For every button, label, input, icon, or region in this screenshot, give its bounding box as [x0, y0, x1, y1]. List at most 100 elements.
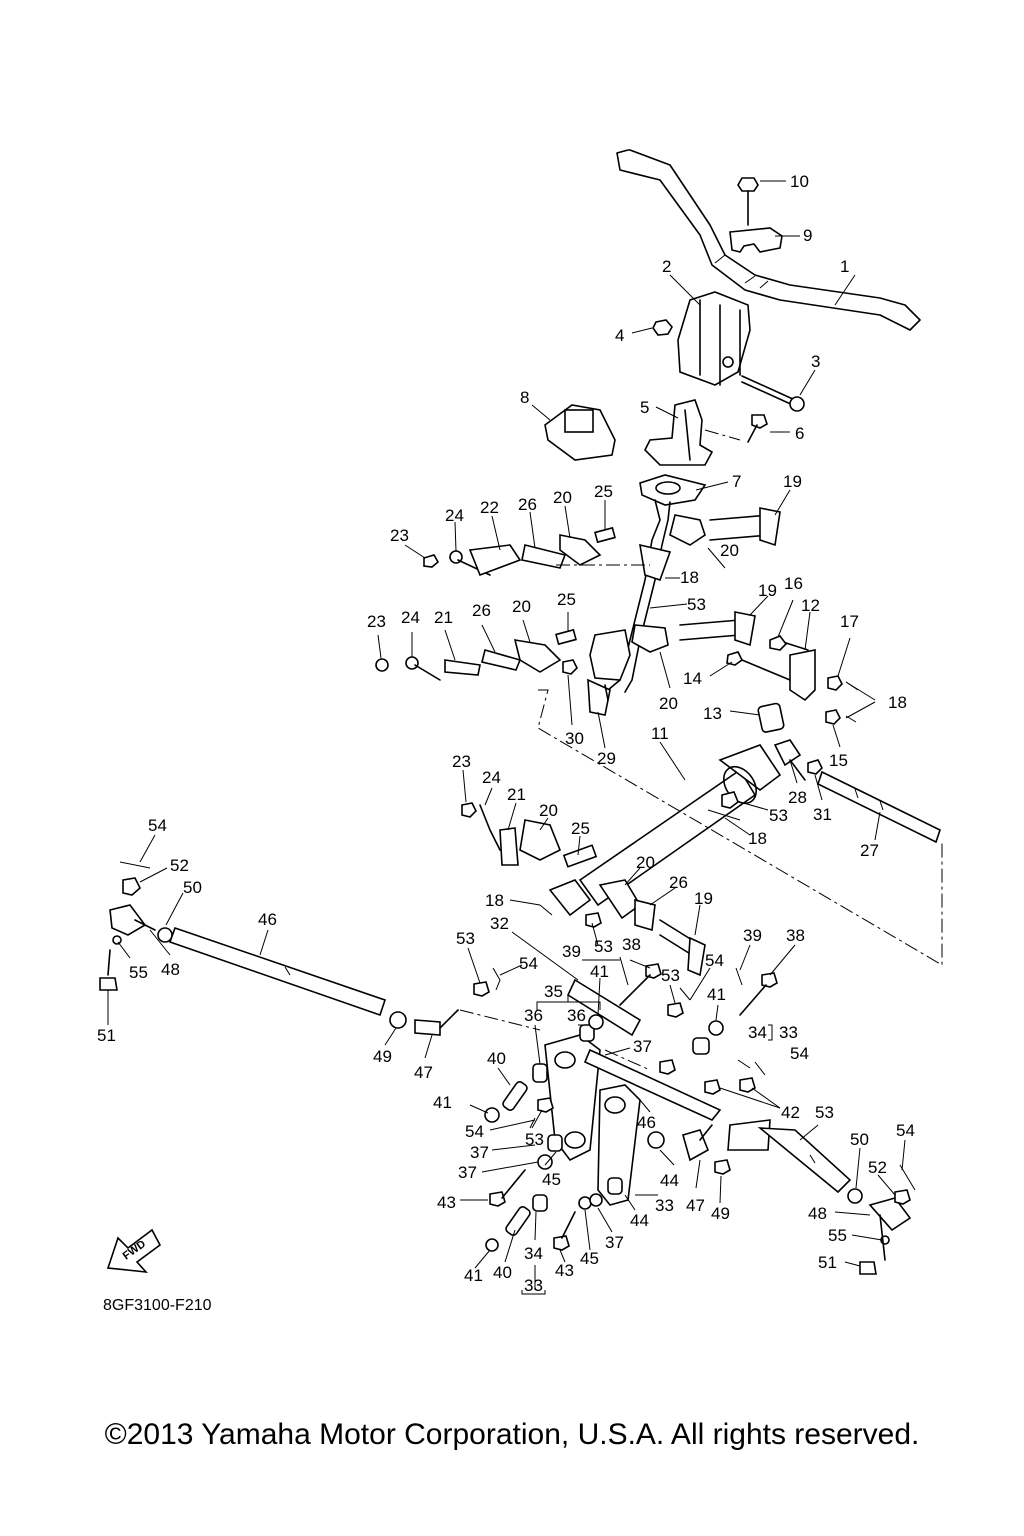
- leader-lines: [107, 180, 906, 1290]
- callout: 51: [818, 1253, 837, 1272]
- callout: 23: [367, 612, 386, 631]
- callout: 21: [507, 785, 526, 804]
- callout: 20: [659, 694, 678, 713]
- collar-13: [757, 702, 785, 733]
- tie-rod-end-29: [562, 659, 611, 716]
- callout: 42: [781, 1103, 800, 1122]
- callout: 43: [555, 1261, 574, 1280]
- callout: 20: [553, 488, 572, 507]
- callout: 53: [456, 929, 475, 948]
- callout: 19: [694, 889, 713, 908]
- callout: 44: [630, 1211, 649, 1230]
- callout: 46: [258, 910, 277, 929]
- callout: 32: [490, 914, 509, 933]
- callout: 26: [472, 601, 491, 620]
- callout: 38: [622, 935, 641, 954]
- callout: 49: [711, 1204, 730, 1223]
- shaft-11: [578, 744, 782, 907]
- callout: 7: [732, 472, 741, 491]
- callout: 10: [790, 172, 809, 191]
- arm-33: [544, 978, 722, 1206]
- callout: 39: [562, 942, 581, 961]
- callout: 43: [437, 1193, 456, 1212]
- callout: 35: [544, 982, 563, 1001]
- callout: 16: [784, 574, 803, 593]
- callout: 47: [414, 1063, 433, 1082]
- tie-rod-46-left: [99, 861, 459, 1036]
- callout: 54: [896, 1121, 915, 1140]
- callout: 40: [493, 1263, 512, 1282]
- bushings: [484, 1014, 724, 1252]
- callout: 53: [661, 966, 680, 985]
- callout: 21: [434, 608, 453, 627]
- callout: 8: [520, 388, 529, 407]
- callout: 27: [860, 841, 879, 860]
- callout: 41: [464, 1266, 483, 1285]
- nut-53-upper: [707, 791, 741, 821]
- callout: 24: [401, 608, 420, 627]
- callout: 3: [811, 352, 820, 371]
- callout: 24: [482, 768, 501, 787]
- callout: 20: [539, 801, 558, 820]
- callout: 5: [640, 398, 649, 417]
- bolts-lower: [473, 912, 778, 1251]
- callout: 50: [183, 878, 202, 897]
- callout: 19: [758, 581, 777, 600]
- callout: 39: [743, 926, 762, 945]
- callout: 37: [633, 1037, 652, 1056]
- clamp-9: [729, 227, 783, 253]
- callout: 9: [803, 226, 812, 245]
- group-brackets: [521, 995, 773, 1295]
- callout: 15: [829, 751, 848, 770]
- callout: 36: [524, 1006, 543, 1025]
- link-upper: [423, 507, 781, 577]
- callout: 53: [815, 1103, 834, 1122]
- callout: 11: [651, 724, 669, 743]
- cover-8: [544, 404, 616, 461]
- callout: 20: [720, 541, 739, 560]
- bracket-12: [726, 635, 859, 725]
- callout: 54: [148, 816, 167, 835]
- callout: 48: [808, 1204, 827, 1223]
- callout: 18: [888, 693, 907, 712]
- callout: 33: [779, 1023, 798, 1042]
- callout: 25: [557, 590, 576, 609]
- link-lower: [375, 611, 756, 681]
- callout: 37: [605, 1233, 624, 1252]
- link-center: [461, 802, 706, 977]
- callout: 13: [703, 704, 722, 723]
- callout: 33: [655, 1196, 674, 1215]
- bracket-5: [644, 399, 714, 466]
- callout: 34: [524, 1244, 543, 1263]
- callout: 31: [813, 805, 832, 824]
- cotter-pins: [492, 904, 766, 1129]
- callout: 6: [795, 424, 804, 443]
- callout: 49: [373, 1047, 392, 1066]
- callout: 54: [705, 951, 724, 970]
- callout: 18: [680, 568, 699, 587]
- callout: 26: [518, 495, 537, 514]
- callout: 41: [707, 985, 726, 1004]
- callout: 53: [687, 595, 706, 614]
- steering-column: [589, 474, 707, 693]
- callout: 17: [840, 612, 859, 631]
- handlebar: [616, 149, 921, 331]
- callout: 55: [828, 1226, 847, 1245]
- callout: 12: [801, 596, 820, 615]
- callout: 52: [868, 1158, 887, 1177]
- callout: 40: [487, 1049, 506, 1068]
- callout: 25: [571, 819, 590, 838]
- callout: 19: [783, 472, 802, 491]
- callout: 38: [786, 926, 805, 945]
- callout: 54: [790, 1044, 809, 1063]
- bolt-6: [747, 414, 768, 443]
- callout: 34: [748, 1023, 767, 1042]
- callout: 53: [525, 1130, 544, 1149]
- callout: 30: [565, 729, 584, 748]
- callout: 53: [769, 806, 788, 825]
- callout: 29: [597, 749, 616, 768]
- callout: 46: [637, 1113, 656, 1132]
- bolt-3: [741, 375, 805, 412]
- callout: 23: [452, 752, 471, 771]
